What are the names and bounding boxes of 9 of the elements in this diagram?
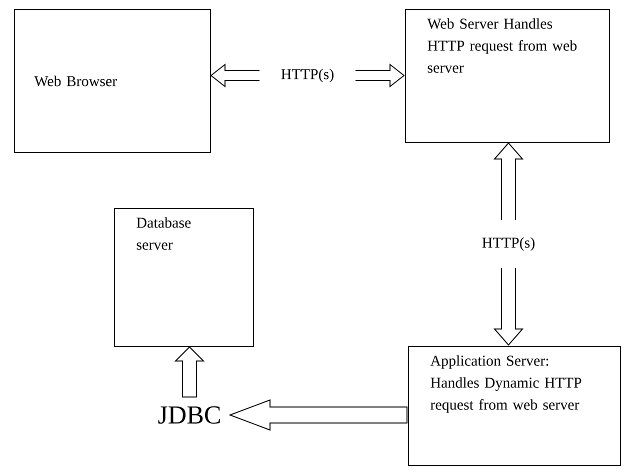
process-box: Application Server: Handles Dynamic HTTP request from web server [408,346,621,466]
block-arrow [228,399,408,431]
block-arrow [174,346,205,398]
process-box: Web Browser [14,9,211,153]
edge-label: HTTP(s) [480,220,536,268]
text-label: JDBC [158,406,220,424]
process-box: Database server [114,208,254,347]
edge-label: HTTP(s) [260,62,356,88]
process-box: Web Server Handles HTTP request from web server [405,9,610,143]
